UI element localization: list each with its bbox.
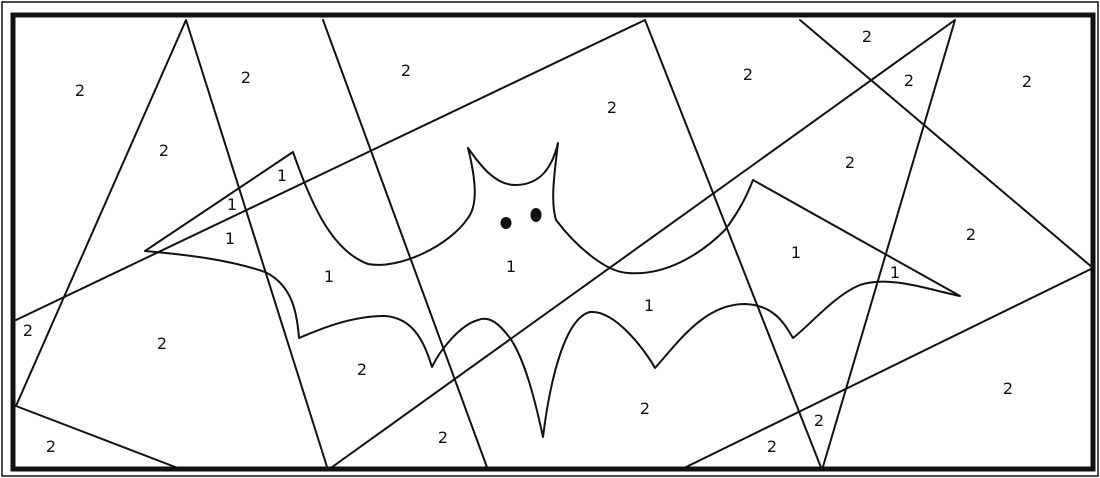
region-label: 2 (438, 428, 448, 447)
bat-eye-right (531, 208, 542, 222)
region-label: 2 (767, 437, 777, 456)
region-label: 2 (23, 321, 33, 340)
region-label: 2 (357, 360, 367, 379)
region-labels: 2 2 2 2 2 2 2 2 2 2 2 2 2 2 2 2 2 2 2 2 … (23, 27, 1032, 456)
region-label: 1 (225, 229, 235, 248)
region-label: 2 (845, 153, 855, 172)
region-label: 1 (506, 257, 516, 276)
region-label: 2 (1003, 379, 1013, 398)
region-label: 2 (46, 437, 56, 456)
line-diagonal-a (323, 20, 488, 470)
region-label: 2 (862, 27, 872, 46)
region-label: 2 (401, 61, 411, 80)
region-label: 2 (607, 98, 617, 117)
region-label: 1 (644, 296, 654, 315)
bat-eye-left (501, 217, 512, 229)
line-bottom-left (16, 406, 183, 470)
outer-frame-thick (13, 15, 1093, 469)
region-label: 2 (159, 141, 169, 160)
region-label: 1 (277, 166, 287, 185)
region-label: 1 (227, 195, 237, 214)
line-falling-right (680, 268, 1093, 470)
region-label: 2 (241, 68, 251, 87)
region-label: 2 (814, 411, 824, 430)
region-label: 2 (640, 399, 650, 418)
region-label: 1 (324, 267, 334, 286)
region-label: 2 (743, 65, 753, 84)
region-label: 2 (1022, 72, 1032, 91)
dividing-lines (16, 20, 1093, 470)
region-label: 2 (75, 81, 85, 100)
region-label: 1 (791, 243, 801, 262)
region-label: 2 (966, 225, 976, 244)
region-label: 1 (890, 263, 900, 282)
region-label: 2 (904, 71, 914, 90)
region-label: 2 (157, 334, 167, 353)
